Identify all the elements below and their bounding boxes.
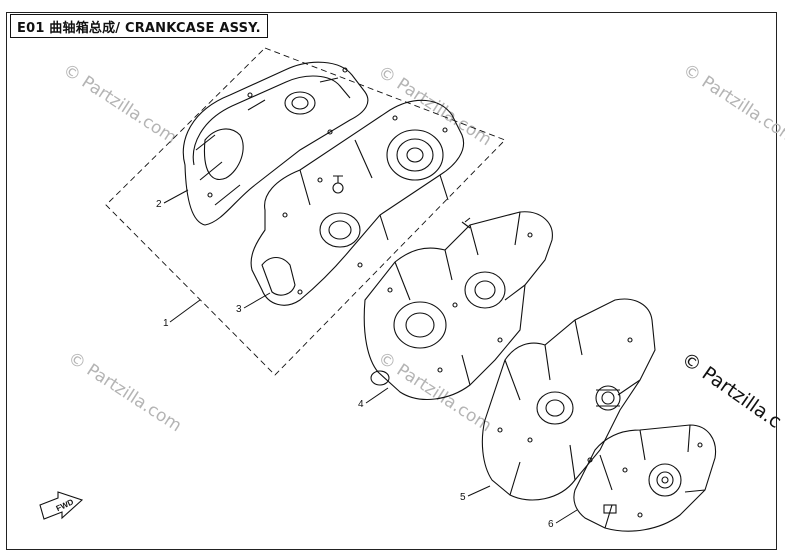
leader-line-4 [365,387,389,404]
callout-number: 1 [163,318,169,329]
right-crankcase-drawing [481,298,656,501]
leader-line-2 [163,189,189,204]
callout-number: 6 [548,519,554,530]
callout-number: 5 [460,492,466,503]
callout-number: 4 [358,399,364,410]
diagram-frame [6,12,777,550]
leader-line-1 [169,299,201,323]
group-boundary [105,47,506,376]
diagram-title-box: E01 曲轴箱总成/ CRANKCASE ASSY. [10,14,268,38]
leader-line-3 [243,292,271,309]
fwd-label: FWD [55,497,76,513]
leader-line-5 [467,485,491,497]
callout-number: 3 [236,304,242,315]
outer-cvt-cover-drawing [182,61,369,226]
leader-line-6 [555,509,578,524]
right-side-cover-drawing [573,424,717,532]
left-crankcase-drawing [363,211,553,400]
callout-number: 2 [156,199,162,210]
diagram-title: E01 曲轴箱总成/ CRANKCASE ASSY. [17,20,261,36]
inner-cvt-cover-drawing [250,99,464,306]
fwd-arrow-icon [39,491,84,520]
